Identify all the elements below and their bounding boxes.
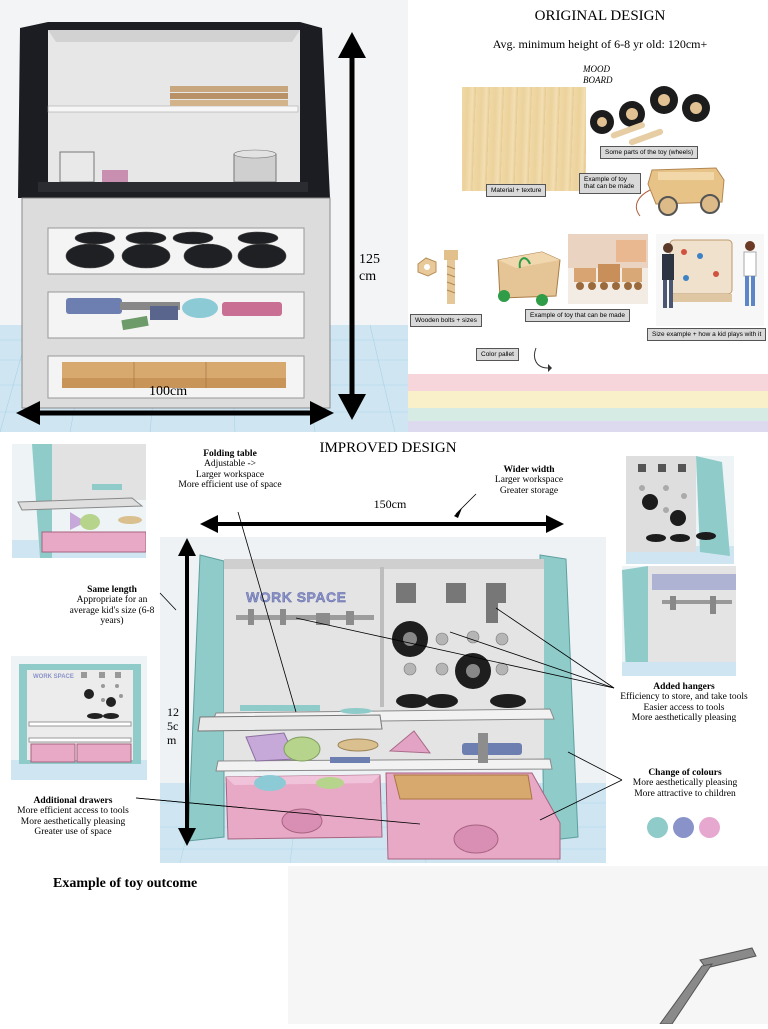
thumb-folding-table: [12, 444, 146, 558]
improved-design-title: IMPROVED DESIGN: [319, 440, 457, 456]
thumb-hangers: [622, 566, 736, 676]
original-width-label: 100cm: [149, 384, 188, 399]
note-hangers-line-1: Efficiency to store, and take tools: [620, 692, 748, 703]
wheels-photo: [590, 86, 710, 146]
outcome-title: Example of toy outcome: [53, 876, 198, 891]
wooden-car-photo: [635, 167, 725, 217]
improved-design-render: WORK SPACE: [160, 537, 606, 863]
bolts-photo: [417, 250, 458, 304]
curved-arrow-icon: [534, 347, 552, 372]
note-same-line-1: Appropriate for an: [76, 595, 148, 606]
thumb-workspace-sign: WORK SPACE: [33, 674, 74, 680]
note-wider-width: Wider width Larger workspace Greater sto…: [478, 465, 580, 496]
note-change-colours: Change of colours More aesthetically ple…: [620, 768, 750, 799]
note-additional-drawers: Additional drawers More efficient access…: [12, 796, 134, 838]
note-drawers-line-3: Greater use of space: [34, 827, 112, 838]
note-colours-title: Change of colours: [648, 768, 722, 778]
note-drawers-line-2: More aesthetically pleasing: [20, 816, 126, 827]
thumb-front-view: WORK SPACE: [11, 656, 147, 780]
tag-wooden-bolts: Wooden bolts + sizes: [410, 314, 482, 328]
note-same-length: Same length Appropriate for an average k…: [62, 585, 162, 627]
note-folding-table-title: Folding table: [203, 449, 257, 459]
swatch-periwinkle: [673, 817, 694, 838]
outcome-drawing: [659, 947, 757, 1025]
improved-height-label: 125cm: [167, 705, 179, 747]
original-height-label: 125cm: [359, 252, 380, 284]
original-design-render: 125cm 100cm: [0, 0, 408, 432]
tag-wheels: Some parts of the toy (wheels): [600, 146, 699, 160]
original-design-title: ORIGINAL DESIGN: [534, 8, 666, 24]
note-hangers-title: Added hangers: [653, 682, 715, 692]
tag-material-texture: Material + texture: [486, 184, 547, 198]
note-colours-line-1: More aesthetically pleasing: [632, 778, 738, 789]
palette-lavender: [408, 421, 768, 432]
note-drawers-title: Additional drawers: [33, 796, 113, 806]
swatch-teal: [647, 817, 668, 838]
improved-width-label: 150cm: [373, 497, 407, 511]
kids-playing-photo: [656, 234, 764, 326]
tag-example-toy-2: Example of toy that can be made: [525, 309, 631, 323]
note-folding-table: Folding table Adjustable -> Larger works…: [160, 449, 300, 491]
note-added-hangers: Added hangers Efficiency to store, and t…: [614, 682, 754, 724]
note-colours-line-2: More attractive to children: [634, 788, 736, 799]
palette-green: [408, 408, 768, 421]
mood-board-label: MOOD BOARD: [583, 64, 613, 85]
original-design-subtitle: Avg. minimum height of 6-8 yr old: 120cm…: [492, 37, 708, 51]
original-shelf-drawing: [0, 22, 408, 432]
note-hangers-line-3: More aesthetically pleasing: [631, 713, 737, 724]
swatch-pink: [699, 817, 720, 838]
note-same-line-3: years): [100, 616, 124, 627]
note-same-line-2: average kid's size (6-8: [69, 605, 155, 616]
tag-size-example: Size example + how a kid plays with it: [647, 328, 767, 342]
note-same-title: Same length: [87, 585, 137, 595]
outcome-preview: [288, 866, 768, 1025]
colour-swatches: [647, 817, 727, 839]
palette-yellow: [408, 391, 768, 408]
thumb-side-wheels: [626, 456, 734, 564]
tag-color-pallet: Color pallet: [476, 348, 519, 362]
tag-example-toy-1: Example of toy that can be made: [579, 173, 641, 194]
note-hangers-line-2: Easier access to tools: [643, 702, 725, 713]
note-folding-line-1: Adjustable ->: [203, 459, 257, 470]
note-drawers-line-1: More efficient access to tools: [17, 806, 129, 817]
palette-pink: [408, 374, 768, 391]
note-folding-line-3: More efficient use of space: [178, 480, 282, 491]
color-palette-strip: [408, 374, 768, 432]
note-folding-line-2: Larger workspace: [195, 469, 265, 480]
wooden-train-photo: [568, 234, 648, 304]
note-wider-title: Wider width: [503, 465, 555, 475]
wooden-cart-photo: [497, 251, 561, 306]
wood-texture-photo: [462, 87, 586, 191]
workspace-sign: WORK SPACE: [246, 589, 347, 605]
note-wider-line-2: Greater storage: [499, 485, 559, 496]
note-wider-line-1: Larger workspace: [494, 475, 564, 486]
